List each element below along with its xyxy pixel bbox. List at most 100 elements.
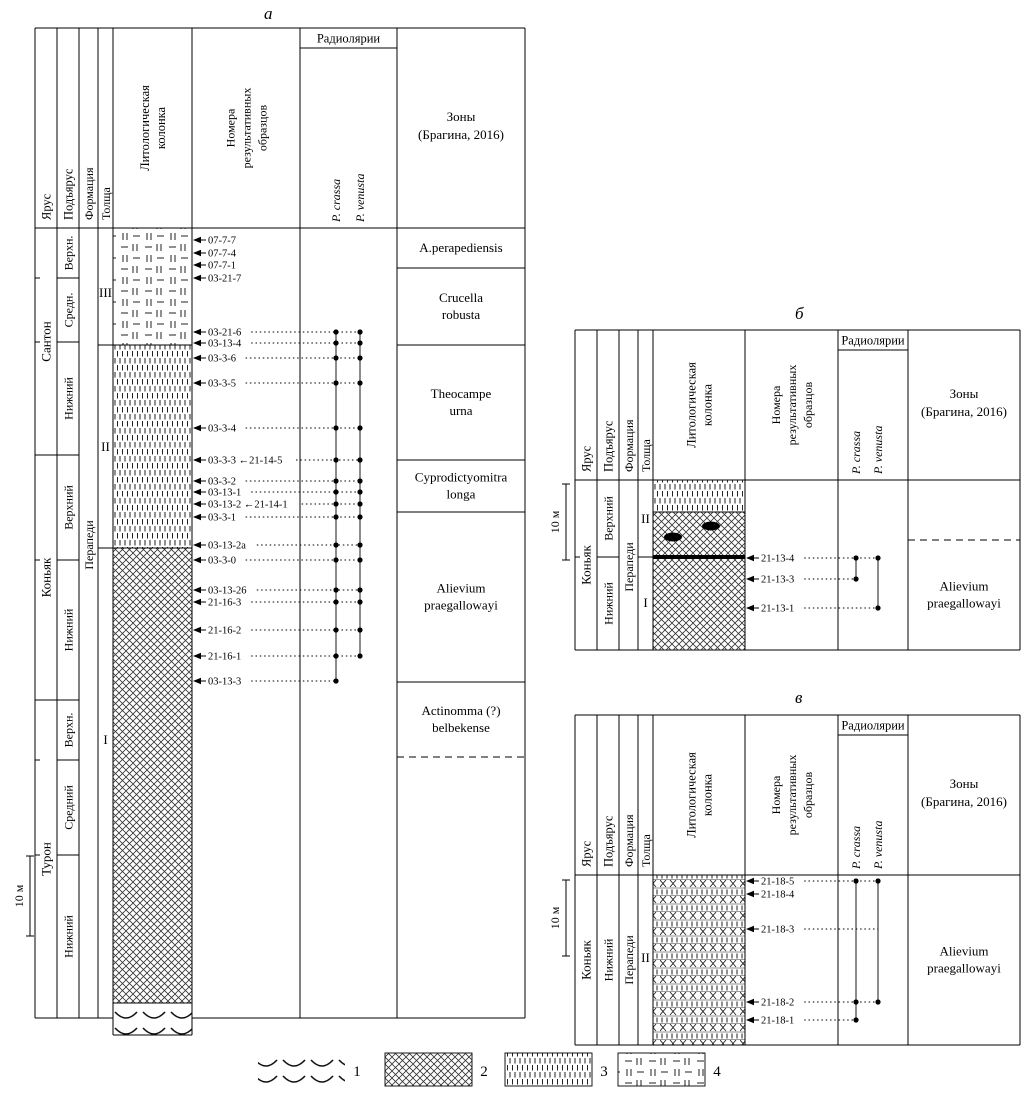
occurrence-dot	[333, 355, 339, 361]
zone-label: Cyprodictyomitra	[415, 470, 508, 485]
sample-arrow-icon	[746, 575, 754, 583]
sample-label: 21-13-4	[761, 554, 795, 565]
zones-header: (Брагина, 2016)	[921, 404, 1007, 419]
occurrence-dot	[853, 999, 859, 1005]
sample-label: 07-7-7	[208, 236, 236, 247]
sample-label: 21-16-3	[208, 598, 241, 609]
sample-label: 03-3-3 ←21-14-5	[208, 456, 282, 467]
sample-label: 03-13-4	[208, 339, 242, 350]
stage-header: Ярус	[40, 193, 54, 220]
scale-label: 10 м	[548, 510, 562, 533]
species-venusta-header: P. venusta	[353, 174, 367, 223]
zones-header: Зоны	[950, 386, 979, 401]
stage-label: Коньяк	[39, 557, 54, 597]
occurrence-dot	[357, 340, 363, 346]
sample-label: 03-21-6	[208, 328, 241, 339]
sample-label: 03-3-5	[208, 379, 236, 390]
occurrence-dot	[333, 340, 339, 346]
sample-label: 21-18-4	[761, 890, 795, 901]
zones-header: Зоны	[950, 776, 979, 791]
occurrence-dot	[333, 514, 339, 520]
sample-label: 21-16-2	[208, 626, 241, 637]
legend-swatch-crosshatch-pattern	[384, 1052, 473, 1087]
lithology-section	[653, 875, 745, 1045]
legend-number: 4	[713, 1064, 721, 1080]
substage-label: Нижний	[62, 915, 76, 958]
sample-label: 21-18-3	[761, 925, 794, 936]
zone-label: Alievium	[939, 579, 988, 594]
zone-label: Alievium	[436, 581, 485, 596]
member-label: III	[99, 285, 112, 300]
concretion	[664, 532, 682, 542]
sample-arrow-icon	[746, 998, 754, 1006]
lithology-section	[653, 480, 745, 512]
lithology-section	[113, 345, 192, 548]
zone-label: praegallowayi	[927, 961, 1001, 976]
sample-label: 03-3-1	[208, 513, 236, 524]
substage-header: Подъярус	[602, 420, 616, 472]
occurrence-dot	[333, 653, 339, 659]
sample-arrow-icon	[193, 652, 201, 660]
samples-header: образцов	[801, 382, 815, 429]
species-venusta-header: P. venusta	[871, 821, 885, 870]
substage-label: Средний	[62, 785, 76, 830]
zone-label: urna	[449, 403, 472, 418]
sample-label: 21-13-3	[761, 575, 794, 586]
legend-number: 1	[353, 1064, 361, 1080]
sample-arrow-icon	[193, 339, 201, 347]
samples-header: результативных	[240, 88, 254, 169]
stage-header: Ярус	[580, 840, 594, 867]
occurrence-dot	[357, 489, 363, 495]
occurrence-dot	[333, 329, 339, 335]
sample-label: 07-7-4	[208, 249, 237, 260]
sample-label: 03-13-2a	[208, 541, 246, 552]
zone-label: Theocampe	[431, 386, 492, 401]
sample-arrow-icon	[193, 541, 201, 549]
sample-label: 03-3-6	[208, 354, 236, 365]
sample-arrow-icon	[193, 354, 201, 362]
occurrence-dot	[333, 627, 339, 633]
legend-number: 2	[480, 1064, 488, 1080]
species-crassa-header: P. crassa	[849, 826, 863, 870]
member-header: Толща	[639, 834, 653, 867]
occurrence-dot	[333, 587, 339, 593]
samples-header: результативных	[785, 365, 799, 446]
substage-label: Нижний	[602, 938, 616, 981]
occurrence-dot	[333, 457, 339, 463]
sample-label: 03-13-1	[208, 488, 241, 499]
occurrence-dot	[875, 878, 881, 884]
sample-arrow-icon	[193, 424, 201, 432]
legend-number: 3	[600, 1064, 608, 1080]
occurrence-dot	[853, 1017, 859, 1023]
sample-label: 03-13-26	[208, 586, 247, 597]
formation-header: Формация	[622, 814, 636, 867]
lithology-header: Литологическая	[138, 85, 152, 171]
lithology-header: колонка	[154, 106, 168, 149]
stage-label: Коньяк	[579, 544, 594, 584]
occurrence-dot	[357, 653, 363, 659]
occurrence-dot	[333, 425, 339, 431]
substage-label: Верхний	[602, 496, 616, 541]
sample-arrow-icon	[746, 925, 754, 933]
occurrence-dot	[357, 478, 363, 484]
substage-label: Нижний	[62, 608, 76, 651]
sample-arrow-icon	[193, 586, 201, 594]
zone-label: belbekense	[432, 720, 490, 735]
sample-arrow-icon	[746, 604, 754, 612]
member-header: Толща	[99, 187, 113, 220]
zone-label: praegallowayi	[424, 598, 498, 613]
occurrence-dot	[333, 501, 339, 507]
occurrence-dot	[357, 425, 363, 431]
zones-header: (Брагина, 2016)	[418, 127, 504, 142]
occurrence-dot	[357, 587, 363, 593]
occurrence-dot	[875, 999, 881, 1005]
sample-label: 03-13-3	[208, 677, 241, 688]
panel-c-label: в	[795, 688, 803, 707]
species-crassa-header: P. crassa	[329, 179, 343, 223]
samples-header: Номера	[769, 775, 783, 814]
lithology-section	[113, 228, 192, 345]
zones-header: Зоны	[447, 109, 476, 124]
sample-arrow-icon	[193, 626, 201, 634]
